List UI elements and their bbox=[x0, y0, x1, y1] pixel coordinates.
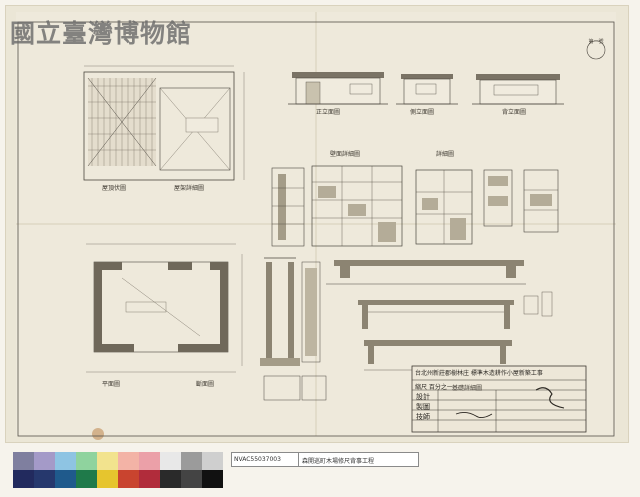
title-block bbox=[411, 365, 587, 433]
catalog-id: NVAC55037003 bbox=[232, 453, 299, 466]
title-block-scale: 縮尺 百分之一 bbox=[415, 384, 453, 391]
catalog-label: NVAC55037003 森開巡町木場修尺背事工程 bbox=[231, 452, 419, 467]
section-label: 斷面圖 bbox=[196, 381, 215, 388]
color-swatch bbox=[181, 452, 202, 470]
signature-mark bbox=[535, 387, 565, 409]
color-swatch bbox=[76, 470, 97, 488]
color-swatch bbox=[55, 452, 76, 470]
elevations bbox=[288, 40, 606, 105]
border-frame bbox=[17, 21, 615, 437]
sheet-number-label: 第一號 bbox=[588, 39, 604, 45]
color-swatch bbox=[139, 470, 160, 488]
color-swatch bbox=[202, 470, 223, 488]
color-swatch bbox=[202, 452, 223, 470]
swatch-row bbox=[13, 452, 223, 470]
color-swatch bbox=[97, 470, 118, 488]
title-block-row-drafting: 製圖 bbox=[416, 403, 430, 411]
roof-plan bbox=[83, 65, 245, 181]
catalog-title: 森開巡町木場修尺背事工程 bbox=[302, 458, 375, 465]
title-block-row-design: 設計 bbox=[416, 393, 430, 401]
roof-plan-label: 屋頂伏圖 bbox=[102, 185, 127, 192]
color-swatch bbox=[118, 470, 139, 488]
title-block-header: 台北州新莊郡樹林庄 標準木造耕作小屋新築工事 bbox=[415, 370, 543, 377]
color-swatch bbox=[76, 452, 97, 470]
rear-elevation bbox=[472, 74, 564, 105]
front-elevation bbox=[288, 72, 388, 105]
title-block-row-engineer: 技師 bbox=[416, 413, 430, 421]
color-swatch bbox=[13, 470, 34, 488]
detail-label: 詳細圖 bbox=[436, 151, 455, 158]
side-elevation bbox=[396, 74, 458, 105]
drawing-sheet: 國立臺灣博物館 第一號 正立面圖 側立面圖 背立面圖 屋頂伏圖 屋架詳細圖 壁面… bbox=[6, 6, 628, 442]
wall-details bbox=[271, 165, 559, 247]
floor-plan bbox=[86, 243, 243, 373]
sheet-number-circle bbox=[586, 40, 606, 60]
color-swatch bbox=[34, 470, 55, 488]
color-swatch bbox=[97, 452, 118, 470]
rear-elevation-label: 背立面圖 bbox=[502, 109, 527, 116]
color-swatch bbox=[139, 452, 160, 470]
floor-plan-label: 平面圖 bbox=[102, 381, 121, 388]
swatch-row bbox=[13, 470, 223, 488]
stain-mark bbox=[92, 428, 104, 440]
museum-logo: 國立臺灣博物館 bbox=[10, 19, 193, 48]
color-swatch bbox=[160, 470, 181, 488]
color-swatch bbox=[55, 470, 76, 488]
truss-details bbox=[326, 260, 553, 371]
color-calibration-strip bbox=[13, 452, 223, 488]
color-swatch bbox=[160, 452, 181, 470]
foundation-label: 基礎詳細圖 bbox=[452, 385, 483, 392]
color-swatch bbox=[13, 452, 34, 470]
section-detail bbox=[260, 257, 327, 401]
architectural-drawing bbox=[6, 6, 628, 442]
color-swatch bbox=[34, 452, 55, 470]
roof-truss-label: 屋架詳細圖 bbox=[174, 185, 205, 192]
wall-detail-label: 壁面詳細圖 bbox=[330, 151, 361, 158]
color-swatch bbox=[118, 452, 139, 470]
side-elevation-label: 側立面圖 bbox=[410, 109, 435, 116]
front-elevation-label: 正立面圖 bbox=[316, 109, 341, 116]
color-swatch bbox=[181, 470, 202, 488]
